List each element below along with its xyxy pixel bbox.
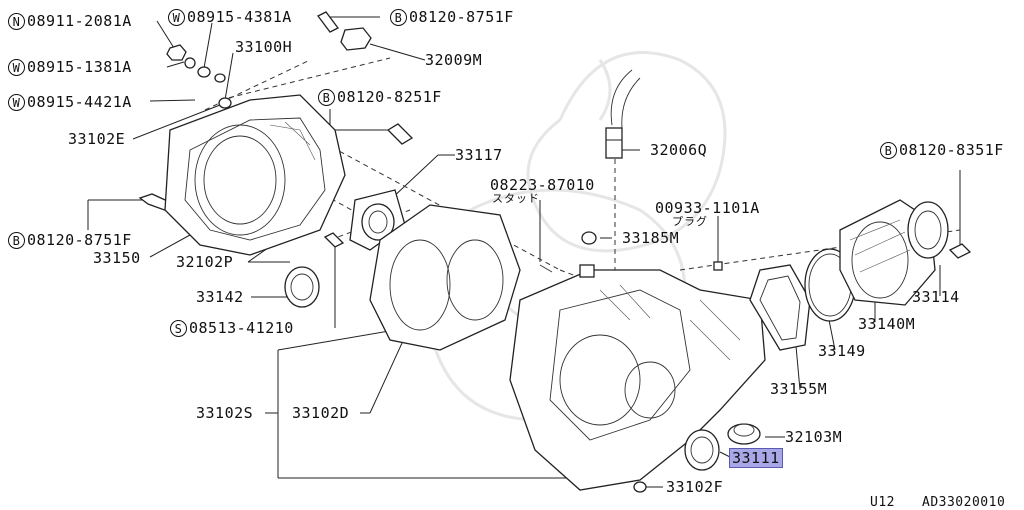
- label-33102s: 33102S: [196, 405, 253, 422]
- label-text: 32006Q: [650, 141, 708, 159]
- label-text: 33150: [93, 249, 141, 267]
- label-33185m: 33185M: [622, 230, 679, 247]
- seal-33117: [349, 189, 406, 251]
- gasket-33102d: [369, 204, 521, 351]
- prefix-b-icon: B: [318, 89, 335, 106]
- label-text: 32009M: [425, 51, 483, 69]
- label-text: 33114: [912, 288, 960, 306]
- label-text: 08513-41210: [189, 319, 294, 337]
- seal-33114: [907, 201, 949, 259]
- seal-33111: [684, 429, 720, 471]
- label-08223-87010: 08223-87010: [490, 177, 595, 194]
- label-33117: 33117: [455, 147, 503, 164]
- prefix-b-icon: B: [8, 232, 25, 249]
- label-text: 32102P: [176, 253, 234, 271]
- label-text: 08915-4421A: [27, 93, 132, 111]
- label-00933-1101a: 00933-1101A: [655, 200, 760, 217]
- label-text: 33142: [196, 288, 244, 306]
- label-32009m: 32009M: [425, 52, 482, 69]
- footer-model: U12: [870, 496, 895, 509]
- footer-diagram-code: AD33020010: [922, 496, 1005, 509]
- model-code: U12: [870, 495, 895, 510]
- gasket-33155m: [749, 264, 811, 351]
- label-33102e: 33102E: [68, 131, 125, 148]
- label-33114: 33114: [912, 289, 960, 306]
- bolt-08120-8351f: [948, 243, 972, 259]
- prefix-b-icon: B: [390, 9, 407, 26]
- label-32103m: 32103M: [785, 429, 842, 446]
- label-33102f: 33102F: [666, 479, 723, 496]
- label-text: 08915-4381A: [187, 8, 292, 26]
- label-text: 08915-1381A: [27, 58, 132, 76]
- label-text: プラグ: [672, 215, 708, 228]
- prefix-n-icon: N: [8, 13, 25, 30]
- prefix-w-icon: W: [8, 94, 25, 111]
- diagram-code: AD33020010: [922, 495, 1006, 510]
- label-stud-jp: スタッド: [492, 193, 540, 205]
- label-text: 32103M: [785, 428, 843, 446]
- label-32006q: 32006Q: [650, 142, 707, 159]
- label-33155m: 33155M: [770, 381, 827, 398]
- label-33149: 33149: [818, 343, 866, 360]
- label-text: 33149: [818, 342, 866, 360]
- prefix-b-icon: B: [880, 142, 897, 159]
- transfer-case-body: [509, 231, 766, 491]
- label-text: スタッド: [492, 192, 540, 205]
- label-33100h: 33100H: [235, 39, 292, 56]
- label-text: 33100H: [235, 38, 293, 56]
- housing-33100h: [164, 94, 346, 256]
- label-text: 08223-87010: [490, 176, 595, 194]
- label-text: 33155M: [770, 380, 828, 398]
- highlighted-part-33111[interactable]: 33111: [729, 448, 783, 468]
- label-33102d: 33102D: [292, 405, 349, 422]
- label-33142: 33142: [196, 289, 244, 306]
- label-33140m: 33140M: [858, 316, 915, 333]
- seal-33142: [284, 266, 320, 308]
- label-text: 33102S: [196, 404, 254, 422]
- label-33111[interactable]: 33111: [729, 448, 783, 468]
- label-text: 33140M: [858, 315, 916, 333]
- pin-33102f: [633, 481, 647, 493]
- label-text: 33117: [455, 146, 503, 164]
- prefix-w-icon: W: [168, 9, 185, 26]
- label-text: 08120-8751F: [27, 231, 132, 249]
- label-text: 33102D: [292, 404, 350, 422]
- plug-32103m: [727, 423, 761, 445]
- label-text: 08911-2081A: [27, 12, 132, 30]
- label-text: 33102E: [68, 130, 126, 148]
- label-text: 08120-8351F: [899, 141, 1004, 159]
- label-32102p: 32102P: [176, 254, 233, 271]
- label-text: 00933-1101A: [655, 199, 760, 217]
- sensor-32006q: [605, 69, 641, 159]
- label-plug-jp: プラグ: [672, 216, 708, 228]
- prefix-s-icon: S: [170, 320, 187, 337]
- label-text: 08120-8751F: [409, 8, 514, 26]
- prefix-w-icon: W: [8, 59, 25, 76]
- label-text: 08120-8251F: [337, 88, 442, 106]
- label-33150: 33150: [93, 250, 141, 267]
- label-text: 33185M: [622, 229, 680, 247]
- label-text: 33102F: [666, 478, 724, 496]
